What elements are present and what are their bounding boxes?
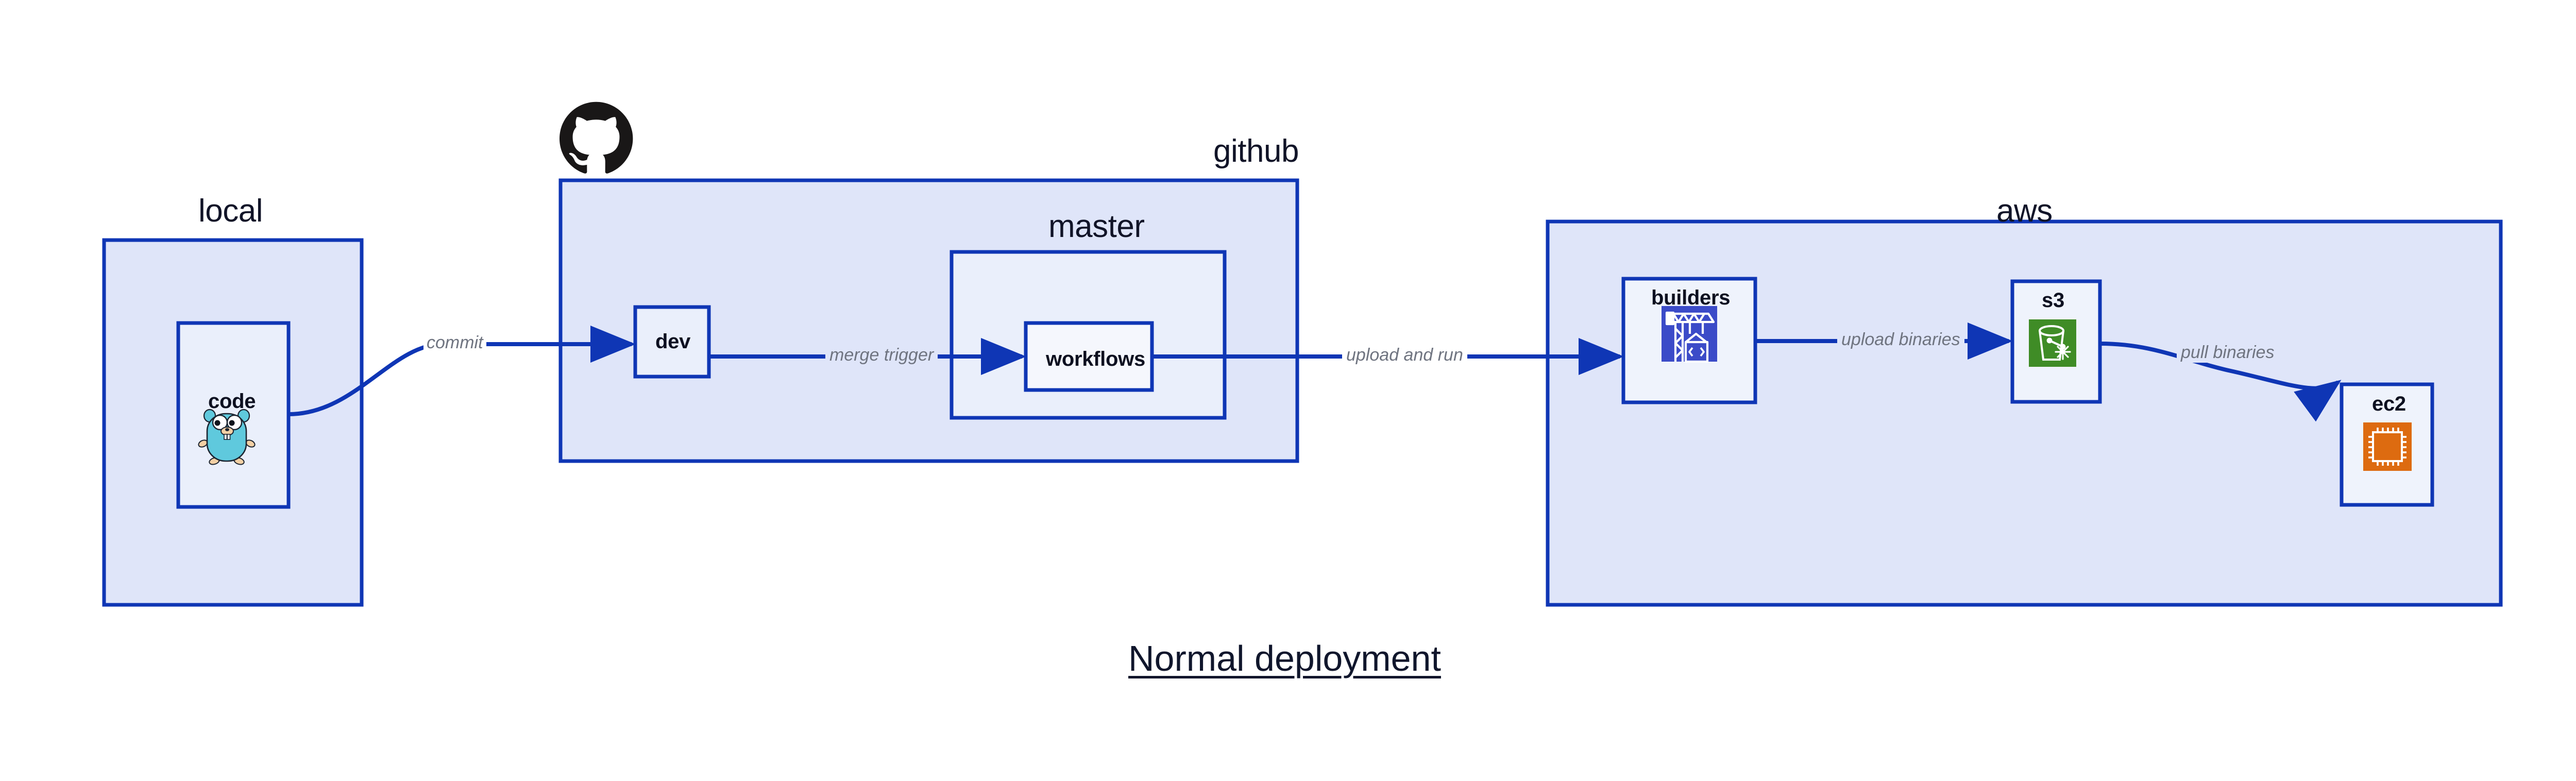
go-gopher-icon [198, 409, 256, 465]
edge-label-upload-and-run: upload and run [1342, 345, 1467, 365]
edge-label-merge-trigger: merge trigger [825, 345, 938, 365]
s3-bucket-icon [2029, 319, 2076, 367]
node-label-s3: s3 [2042, 289, 2064, 312]
zone-label-master: master [1048, 209, 1145, 244]
zone-label-github: github [1213, 133, 1299, 169]
node-label-dev: dev [655, 330, 691, 353]
github-octocat-icon [560, 101, 633, 174]
edge-pull-binaries-path [2099, 342, 2342, 422]
node-workflows-box[interactable] [1024, 321, 1154, 392]
node-label-ec2: ec2 [2372, 393, 2406, 415]
zone-label-local: local [198, 193, 263, 229]
node-label-builders: builders [1651, 286, 1731, 309]
node-label-code: code [208, 390, 256, 413]
crane-code-icon [1662, 306, 1717, 363]
cpu-chip-icon [2363, 422, 2412, 471]
zone-label-aws: aws [1996, 193, 2053, 229]
edge-label-upload-binaries: upload binaries [1837, 330, 1964, 350]
edge-label-commit: commit [423, 333, 486, 353]
node-label-workflows: workflows [1046, 348, 1145, 370]
page-title: Normal deployment [1128, 638, 1441, 678]
edge-label-pull-binaries: pull binaries [2177, 343, 2279, 363]
